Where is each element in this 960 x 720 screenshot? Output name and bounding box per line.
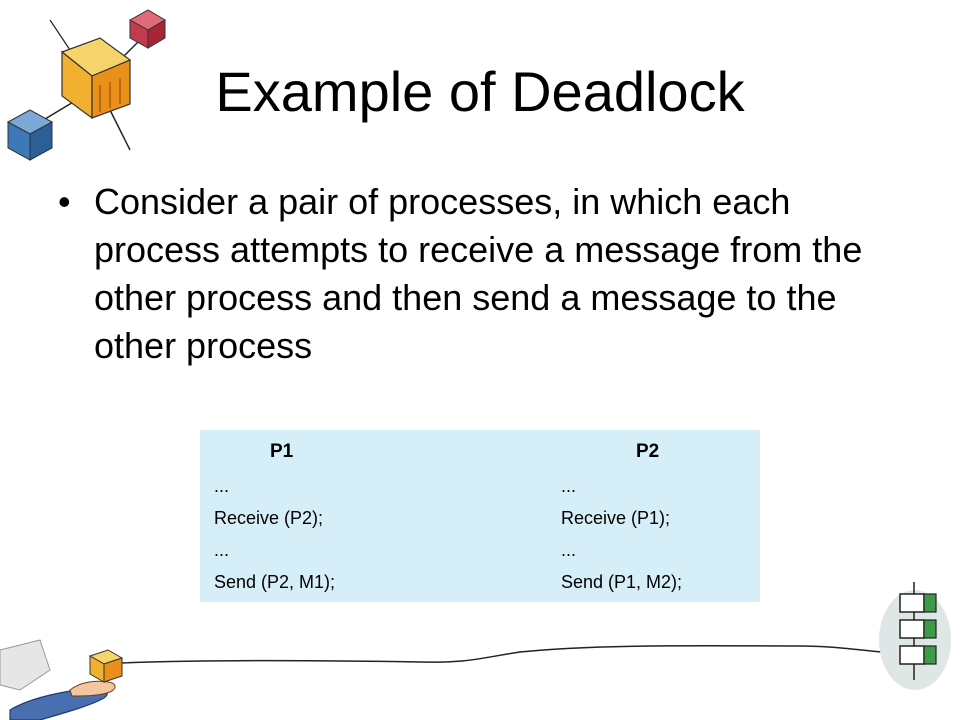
- bullet-text: Consider a pair of processes, in which e…: [94, 181, 863, 366]
- cubes-clipart-icon: [6, 9, 166, 161]
- column-header: P2: [636, 441, 660, 462]
- code-line: Send (P2, M1);: [214, 572, 336, 592]
- code-lines: ... Receive (P2); ... Send (P2, M1);: [214, 470, 335, 598]
- slide-title: Example of Deadlock: [215, 60, 745, 123]
- stacked-boxes-icon: [879, 582, 951, 690]
- code-line: Receive (P1);: [561, 508, 671, 528]
- code-line: Receive (P2);: [214, 508, 324, 528]
- code-line: ...: [561, 540, 577, 560]
- bullet-item: • Consider a pair of processes, in which…: [58, 178, 888, 370]
- column-header: P1: [270, 441, 294, 462]
- code-line: ...: [214, 540, 230, 560]
- code-line: Send (P1, M2);: [561, 572, 683, 592]
- bullet-marker: •: [58, 181, 71, 222]
- bullet-list: • Consider a pair of processes, in which…: [58, 178, 888, 370]
- code-table: P1 ... Receive (P2); ... Send (P2, M1); …: [200, 430, 760, 602]
- code-line: ...: [561, 476, 577, 496]
- hand-holding-cube-icon: [0, 639, 124, 720]
- code-line: ...: [214, 476, 230, 496]
- code-lines: ... Receive (P1); ... Send (P1, M2);: [561, 470, 682, 598]
- hand-drawn-line: [119, 645, 906, 664]
